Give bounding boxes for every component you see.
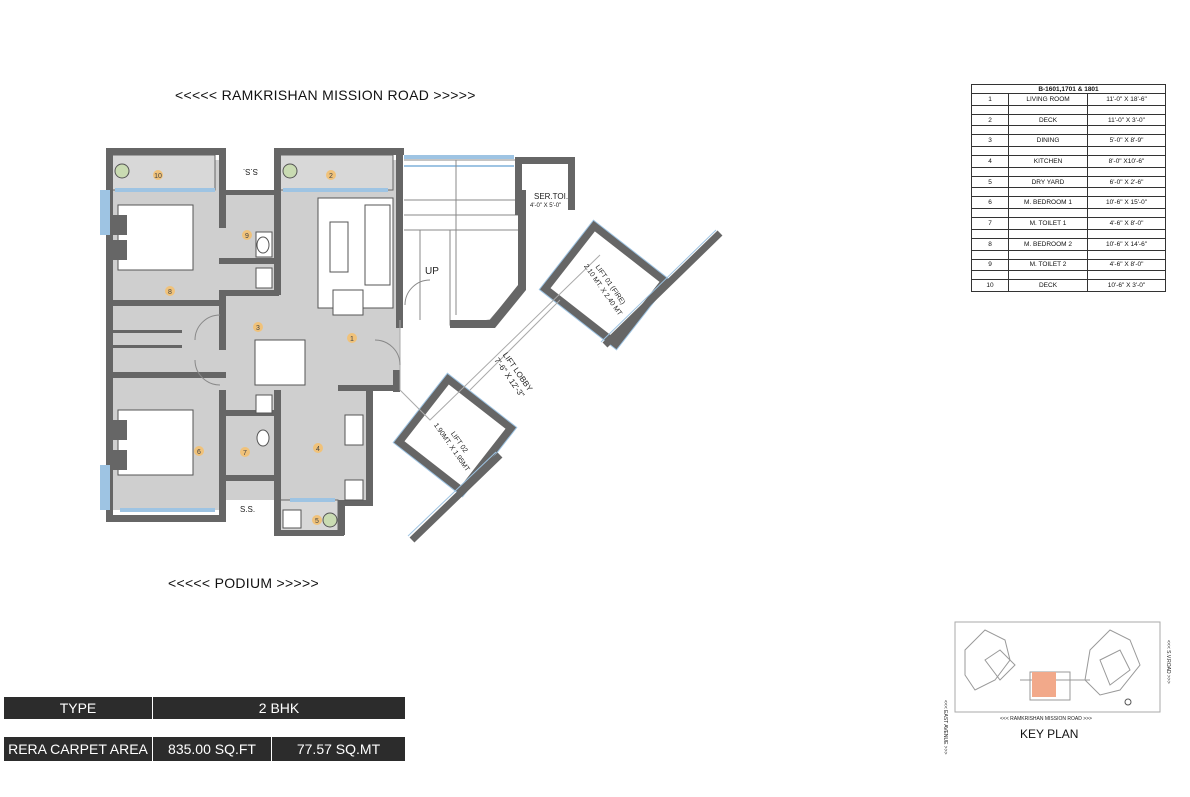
room-number-2: 2	[329, 173, 333, 180]
room-number-4: 4	[316, 446, 320, 453]
room-no: 3	[971, 134, 1009, 148]
room-no: 10	[971, 279, 1009, 292]
type-label: TYPE	[4, 697, 153, 719]
key-plan-road-bottom: <<< RAMKRISHAN MISSION ROAD >>>	[1000, 716, 1092, 722]
type-value: 2 BHK	[258, 700, 300, 716]
room-number-6: 6	[197, 449, 201, 456]
lift-01	[538, 219, 672, 351]
room-number-7: 7	[243, 450, 247, 457]
ss-label-top: S.S.	[243, 167, 258, 176]
doors	[194, 279, 431, 386]
key-plan-highlight	[1032, 672, 1056, 697]
room-name: LIVING ROOM	[1008, 93, 1088, 106]
room-number-5: 5	[315, 518, 319, 525]
room-no: 7	[971, 217, 1009, 230]
room-size: 10'-6" X 14'-6"	[1087, 237, 1166, 251]
room-no: 6	[971, 196, 1009, 210]
type-row: TYPE 2 BHK	[4, 697, 405, 719]
carpet-area-label: RERA CARPET AREA	[4, 737, 153, 761]
room-size: 5'-0" X 8'-9"	[1087, 134, 1166, 148]
key-plan	[954, 621, 1161, 713]
carpet-area-sqft: 835.00 SQ.FT	[153, 737, 272, 761]
plants	[114, 163, 338, 528]
room-no: 2	[971, 113, 1009, 127]
room-name: DRY YARD	[1008, 175, 1088, 189]
beds	[117, 204, 194, 476]
room-number-8: 8	[168, 289, 172, 296]
room-size: 10'-6" X 15'-0"	[1087, 196, 1166, 210]
road-label-top: <<<<< RAMKRISHAN MISSION ROAD >>>>>	[175, 87, 476, 103]
room-name: DECK	[1008, 279, 1088, 292]
room-size: 11'-0" X 3'-0"	[1087, 113, 1166, 127]
room-name: M. BEDROOM 2	[1008, 237, 1088, 251]
room-size: 11'-0" X 18'-6"	[1087, 93, 1166, 106]
room-name: M. TOILET 1	[1008, 217, 1088, 230]
outer-angled-walls	[409, 230, 723, 543]
room-number-1: 1	[350, 336, 354, 343]
up-label: UP	[425, 266, 439, 277]
room-number-10: 10	[154, 173, 162, 180]
ss-label-bottom: S.S.	[240, 505, 255, 514]
room-no: 9	[971, 258, 1009, 272]
living-furniture	[254, 197, 394, 529]
room-no: 1	[971, 93, 1009, 106]
room-table-title: B-1601,1701 & 1801	[971, 84, 1166, 94]
room-name: M. BEDROOM 1	[1008, 196, 1088, 210]
room-number-9: 9	[245, 233, 249, 240]
room-name: KITCHEN	[1008, 155, 1088, 168]
carpet-area-row: RERA CARPET AREA 835.00 SQ.FT 77.57 SQ.M…	[4, 737, 405, 761]
room-size: 8'-0" X10'-6"	[1087, 155, 1166, 168]
ser-toi-label: SER.TOI.	[534, 192, 568, 201]
stair-area	[404, 159, 521, 326]
windows	[100, 155, 514, 512]
walls	[106, 148, 404, 536]
room-size: 6'-0" X 2'-6"	[1087, 175, 1166, 189]
room-size: 4'-6" X 8'-0"	[1087, 217, 1166, 230]
room-size: 10'-6" X 3'-0"	[1087, 279, 1166, 292]
road-label-bottom: <<<<< PODIUM >>>>>	[168, 575, 319, 591]
room-no: 5	[971, 175, 1009, 189]
room-no: 8	[971, 237, 1009, 251]
ser-toi-size: 4'-0" X 5'-0"	[530, 203, 561, 209]
room-size: 4'-6" X 8'-0"	[1087, 258, 1166, 272]
room-name: M. TOILET 2	[1008, 258, 1088, 272]
room-markers	[153, 170, 357, 525]
room-number-3: 3	[256, 325, 260, 332]
room-no: 4	[971, 155, 1009, 168]
room-name: DECK	[1008, 113, 1088, 127]
key-plan-road-left: <<< EAST AVENUE >>>	[942, 700, 948, 755]
key-plan-label: KEY PLAN	[1020, 727, 1079, 741]
key-plan-road-right: <<< S.V.ROAD >>>	[1165, 640, 1171, 684]
carpet-area-sqmt: 77.57 SQ.MT	[296, 741, 381, 757]
room-name: DINING	[1008, 134, 1088, 148]
